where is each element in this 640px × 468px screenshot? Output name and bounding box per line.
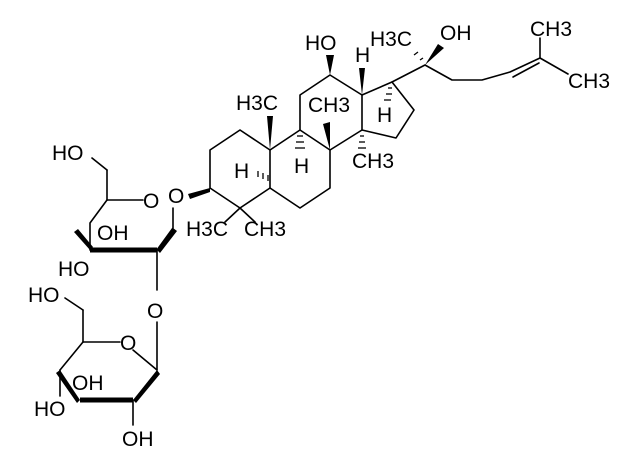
h-c13-label: H <box>355 44 370 67</box>
ch3-c4b-label: CH3 <box>244 218 286 241</box>
ch3-top-label: CH3 <box>530 18 572 41</box>
sugar2-oh3-label: OH <box>72 372 104 395</box>
ch3-right-label: CH3 <box>568 70 610 93</box>
sugar1-oh4-label: HO <box>58 258 90 281</box>
sugar2-ring-o-label: O <box>120 332 136 355</box>
o-c3-label: O <box>168 185 184 208</box>
sugar-2 <box>56 297 160 426</box>
ring-d <box>361 81 415 139</box>
sugar1-ch2oh-label: HO <box>52 142 84 165</box>
ch3-c19-label: H3C <box>236 92 278 115</box>
ring-c <box>299 74 363 151</box>
sugar2-oh2-label: OH <box>122 428 154 451</box>
sugar2-oh4-label: HO <box>34 398 66 421</box>
oh-c20-label: OH <box>440 22 472 45</box>
sugar2-ch2oh-label: HO <box>28 284 60 307</box>
h-c9-label: H <box>294 155 309 178</box>
sugar1-oh3-label: OH <box>97 222 129 245</box>
glyco-link-o-label: O <box>147 300 163 323</box>
h3c-c20-label: H3C <box>370 28 412 51</box>
h-c17-label: H <box>377 104 392 127</box>
ch3-c4a-label: H3C <box>186 218 228 241</box>
c3-wedge <box>188 188 210 199</box>
sugar-1 <box>74 157 177 291</box>
ch3-c8-label: CH3 <box>308 94 350 117</box>
oh-c12-label: HO <box>305 32 337 55</box>
ring-b <box>269 129 331 209</box>
sugar1-ring-o-label: O <box>143 190 159 213</box>
ch3-c14-label: CH3 <box>352 150 394 173</box>
h-c5-label: H <box>234 160 249 183</box>
